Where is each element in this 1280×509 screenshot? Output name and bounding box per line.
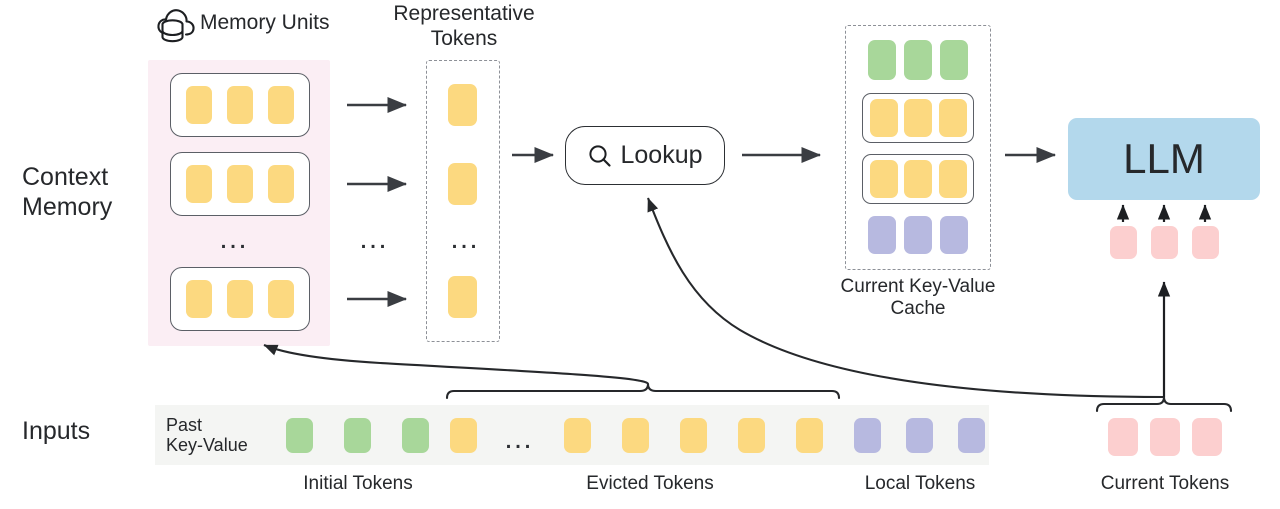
memory-unit-1[interactable]: [170, 73, 310, 137]
caption-current-tokens: Current Tokens: [1100, 473, 1230, 494]
memory-flow-ellipsis: …: [358, 222, 391, 255]
kv-token: [869, 160, 898, 198]
arrow-evicted-to-context: [263, 344, 650, 386]
kv-cache-row-green: [868, 40, 968, 80]
search-icon: [587, 143, 613, 169]
kv-token: [938, 160, 967, 198]
memory-token: [186, 165, 212, 203]
representative-token: [448, 163, 477, 205]
kv-cache-row-yellow-1[interactable]: [862, 93, 974, 143]
input-token-evicted: [450, 418, 477, 453]
memory-token: [227, 165, 253, 203]
input-token-evicted: [680, 418, 707, 453]
input-token-initial: [286, 418, 313, 453]
input-token-current: [1150, 418, 1180, 456]
kv-token: [868, 216, 896, 254]
lookup-button[interactable]: Lookup: [565, 126, 725, 185]
caption-initial-tokens: Initial Tokens: [303, 473, 413, 494]
memory-token: [268, 280, 294, 318]
memory-token: [227, 86, 253, 124]
representative-tokens-box: [426, 60, 500, 342]
llm-output-token: [1110, 226, 1137, 259]
kv-token: [904, 216, 932, 254]
representative-tokens-title: Representative Tokens: [393, 2, 535, 50]
input-token-local: [854, 418, 881, 453]
kv-token: [938, 99, 967, 137]
representative-token: [448, 276, 477, 318]
memory-token: [268, 86, 294, 124]
brace-evicted-tokens: [445, 383, 841, 400]
llm-output-token: [1151, 226, 1178, 259]
memory-token: [186, 86, 212, 124]
kv-cache-row-purple: [868, 216, 968, 254]
input-token-current: [1108, 418, 1138, 456]
input-tokens-ellipsis: …: [503, 422, 536, 455]
input-token-initial: [344, 418, 371, 453]
caption-evicted-tokens: Evicted Tokens: [586, 473, 714, 494]
kv-token: [868, 40, 896, 80]
representative-tokens-ellipsis: …: [449, 222, 482, 255]
llm-label: LLM: [1123, 135, 1205, 182]
kv-token: [904, 160, 932, 198]
input-token-evicted: [564, 418, 591, 453]
lookup-label: Lookup: [620, 141, 703, 169]
memory-unit-2[interactable]: [170, 152, 310, 216]
memory-token: [186, 280, 212, 318]
kv-token: [869, 99, 898, 137]
kv-token: [904, 40, 932, 80]
memory-units-title: Memory Units: [200, 11, 330, 34]
memory-token: [227, 280, 253, 318]
input-token-initial: [402, 418, 429, 453]
input-token-evicted: [622, 418, 649, 453]
kv-token: [940, 216, 968, 254]
input-token-current: [1192, 418, 1222, 456]
cloud-database-icon: [154, 4, 198, 48]
context-memory-label: Context Memory: [22, 163, 113, 221]
kv-cache-caption: Current Key-Value Cache: [840, 276, 996, 320]
kv-cache-row-yellow-2[interactable]: [862, 154, 974, 204]
past-key-value-label: Past Key-Value: [166, 415, 248, 456]
memory-token: [268, 165, 294, 203]
arrow-memunit-to-rep: [347, 96, 408, 308]
kv-token: [904, 99, 932, 137]
representative-token: [448, 84, 477, 126]
kv-token: [940, 40, 968, 80]
brace-current-tokens: [1095, 396, 1233, 413]
input-token-local: [906, 418, 933, 453]
arrow-token-to-llm: [1116, 204, 1212, 222]
memory-unit-3[interactable]: [170, 267, 310, 331]
caption-local-tokens: Local Tokens: [864, 473, 976, 494]
llm-box[interactable]: LLM: [1068, 118, 1260, 200]
input-token-local: [958, 418, 985, 453]
inputs-label: Inputs: [22, 417, 91, 445]
llm-output-token: [1192, 226, 1219, 259]
input-token-evicted: [796, 418, 823, 453]
input-token-evicted: [738, 418, 765, 453]
memory-units-ellipsis: …: [218, 222, 251, 255]
